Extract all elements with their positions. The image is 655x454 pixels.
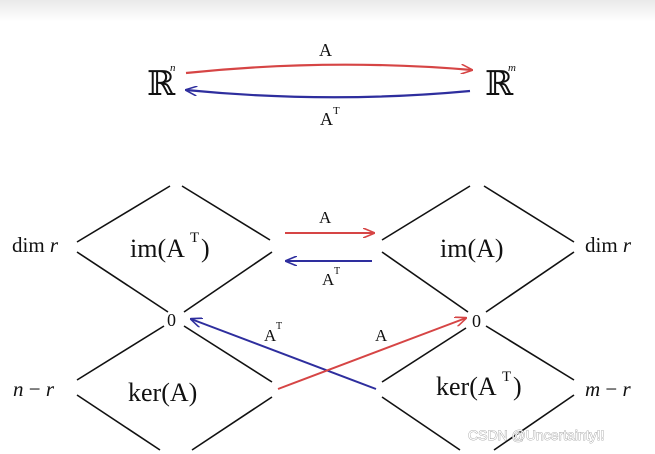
dim-m-minus-r: m − r: [585, 377, 632, 401]
mid-forward-label: A: [319, 208, 332, 227]
top-forward-label: A: [319, 40, 332, 60]
cross-to-zero-right-arrow: [277, 318, 466, 390]
mid-backward-label-sup: T: [334, 266, 340, 277]
zero-left: 0: [167, 310, 176, 330]
left-null-space-label: ker(A: [436, 372, 497, 401]
cross-to-zero-left-label: A: [264, 326, 277, 345]
row-space-label-sup: T: [190, 230, 199, 246]
space-rn: ℝ: [147, 66, 176, 103]
row-space-label: im(A: [130, 234, 185, 263]
row-space-label-close: ): [201, 234, 210, 263]
cross-to-zero-left-label-sup: T: [276, 321, 282, 332]
cross-to-zero-left-arrow: [191, 319, 377, 390]
top-fade-bar: [0, 0, 655, 22]
space-rm-exponent: m: [508, 62, 516, 74]
dim-r-left: dim r: [12, 233, 59, 257]
top-backward-label-sup: T: [333, 105, 340, 117]
watermark: CSDN @Uncertainty!!: [468, 427, 604, 443]
column-space-label: im(A): [440, 234, 504, 263]
right-diamonds: [381, 185, 575, 451]
top-forward-arrow: [185, 63, 472, 73]
cross-to-zero-right-label: A: [375, 326, 388, 345]
null-space-label: ker(A): [128, 378, 197, 407]
top-backward-arrow: [186, 90, 471, 99]
mid-backward-label: A: [322, 270, 335, 289]
dim-n-minus-r: n − r: [13, 377, 55, 401]
left-null-space-label-sup: T: [502, 369, 511, 385]
top-backward-label: A: [320, 109, 333, 129]
left-null-space-label-close: ): [513, 372, 522, 401]
left-diamonds: [76, 185, 273, 451]
zero-right: 0: [472, 311, 481, 331]
space-rm: ℝ: [485, 66, 514, 103]
space-rn-exponent: n: [170, 62, 176, 74]
dim-r-right: dim r: [585, 233, 632, 257]
